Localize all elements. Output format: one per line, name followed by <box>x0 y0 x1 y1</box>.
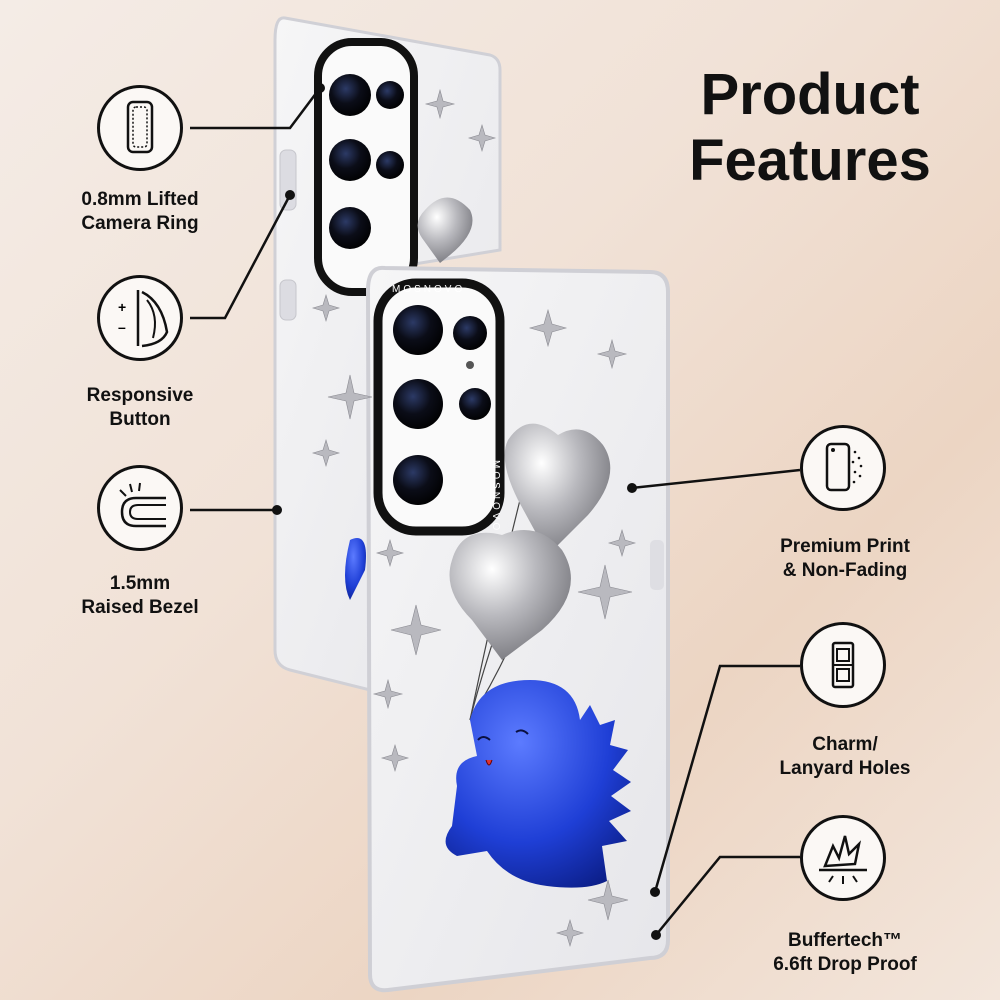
button-icon: + – <box>97 275 183 361</box>
brand-text-side: MOSNOVO <box>490 460 501 533</box>
title-line-1: Product <box>700 62 920 127</box>
brand-text-top: MOSNOVO <box>392 284 465 295</box>
title-line-2: Features <box>689 128 931 193</box>
page-title: Product Features <box>640 62 980 194</box>
shock-icon <box>800 815 886 901</box>
bezel-icon <box>97 465 183 551</box>
lanyard-icon <box>800 622 886 708</box>
camera-ring-icon <box>97 85 183 171</box>
feature-raised-bezel: 1.5mm Raised Bezel <box>81 573 199 618</box>
front-phone: MOSNOVO MOSNOVO <box>365 265 670 993</box>
feature-responsive-button: Responsive Button <box>86 385 194 430</box>
feature-lanyard-holes: Charm/ Lanyard Holes <box>779 734 911 779</box>
print-icon <box>800 425 886 511</box>
feature-drop-proof: Buffertech™ 6.6ft Drop Proof <box>773 930 917 975</box>
svg-text:+: + <box>118 299 126 315</box>
feature-camera-ring: 0.8mm Lifted Camera Ring <box>81 189 199 234</box>
back-phone <box>273 16 502 692</box>
svg-text:–: – <box>118 319 126 335</box>
feature-premium-print: Premium Print & Non-Fading <box>780 536 910 581</box>
sparkle-decorations <box>311 88 637 948</box>
